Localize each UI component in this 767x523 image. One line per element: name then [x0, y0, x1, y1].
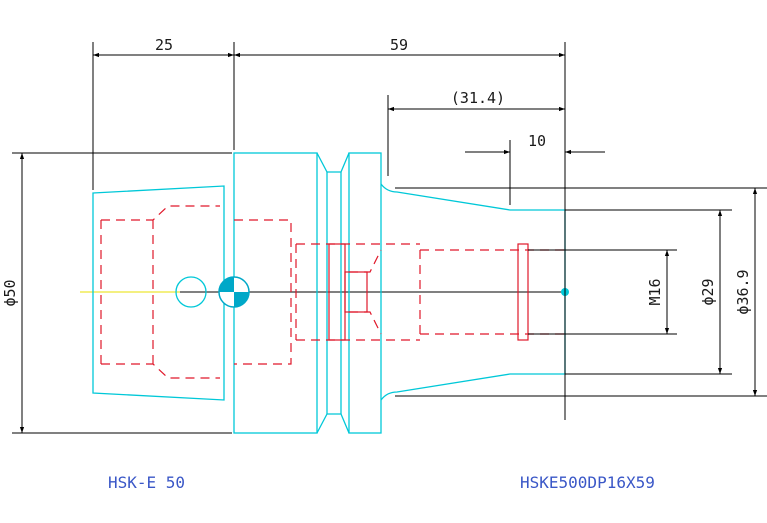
- dimension-lines: [12, 42, 767, 434]
- dim-dia-50: ϕ50: [1, 279, 19, 306]
- dim-31-4: (31.4): [451, 89, 505, 107]
- taper-label: HSK-E 50: [108, 473, 185, 492]
- dim-10: 10: [528, 132, 546, 150]
- dim-m16: M16: [646, 278, 664, 305]
- dim-dia-36-9: ϕ36.9: [734, 269, 752, 314]
- dim-59: 59: [390, 36, 408, 54]
- dim-25: 25: [155, 36, 173, 54]
- part-number-label: HSKE500DP16X59: [520, 473, 655, 492]
- dim-dia-29: ϕ29: [699, 278, 717, 305]
